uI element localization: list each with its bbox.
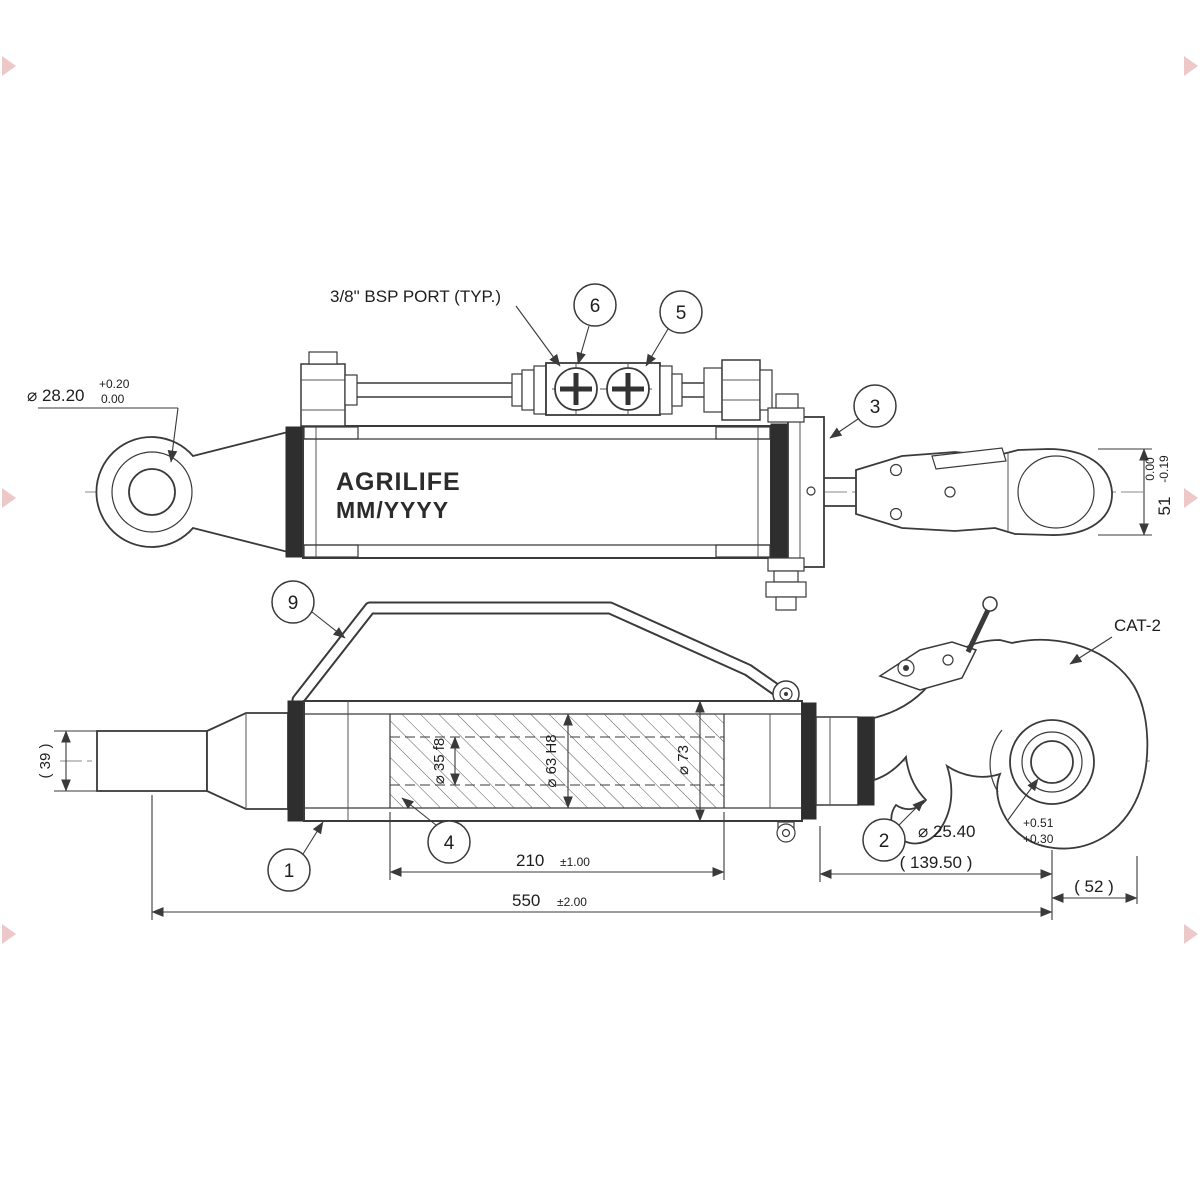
balloon-1-label: 1 [284, 861, 295, 882]
dim-hook-bore: ⌀ 25.40 +0.51 +0.30 [918, 778, 1054, 846]
cylinder-body-top: AGRILIFE MM/YYYY [302, 425, 772, 559]
balloons: 6 5 3 9 1 4 2 [267, 283, 925, 892]
dim-overall-value: 550 [512, 891, 540, 910]
gland-band-left-top [285, 426, 304, 558]
dim-eye-tol-lo: 0.00 [101, 392, 125, 406]
bottom-view [60, 596, 1150, 850]
dim-hook-bore-tol-lo: +0.30 [1023, 832, 1054, 846]
cat2-label: CAT-2 [1114, 616, 1161, 635]
dim-hook-width: 51 0.00 -0.19 [1098, 448, 1174, 536]
cat2-callout: CAT-2 [1069, 616, 1161, 665]
date-code-text: MM/YYYY [336, 497, 449, 523]
dim-eye-tol-up: +0.20 [99, 377, 130, 391]
dim-tube-od-value: ⌀ 73 [675, 745, 692, 775]
balloon-4: 4 [401, 797, 471, 864]
brand-text: AGRILIFE [336, 468, 461, 496]
balloon-4-label: 4 [444, 833, 455, 854]
balloon-6: 6 [573, 283, 617, 365]
dim-ref-length-value: ( 139.50 ) [900, 853, 973, 872]
dimensions: ⌀ 28.20 +0.20 0.00 3/8" BSP PORT (TYP.) … [27, 287, 1174, 920]
linch-pin [965, 608, 991, 654]
balloon-5-label: 5 [676, 303, 687, 324]
bsp-port-label: 3/8" BSP PORT (TYP.) [330, 287, 501, 306]
cat2-hook [873, 596, 1149, 850]
dim-hook-width-tol-lo: -0.19 [1157, 455, 1171, 483]
dim-hook-bore-tol-up: +0.51 [1023, 816, 1054, 830]
port-assembly [300, 351, 773, 427]
balloon-2: 2 [862, 799, 925, 862]
gland-band-left-bottom [287, 700, 305, 822]
handle-bar [291, 601, 800, 708]
hook-ball-bore [1030, 740, 1074, 784]
dim-stroke-tol: ±1.00 [560, 855, 590, 869]
dim-overall: 550 ±2.00 [151, 795, 1053, 920]
dim-rod-value: ( 39 ) [37, 743, 54, 778]
balloon-3-label: 3 [870, 397, 881, 418]
dim-stroke-value: 210 [516, 851, 544, 870]
dim-hook-bore-value: ⌀ 25.40 [918, 822, 976, 841]
balloon-1: 1 [267, 821, 324, 892]
watermark-chevrons [2, 56, 1198, 944]
hook-coupler [815, 716, 875, 806]
balloon-9-label: 9 [288, 593, 299, 614]
bsp-port-callout: 3/8" BSP PORT (TYP.) [330, 287, 561, 367]
dim-ref-tip-value: ( 52 ) [1074, 877, 1114, 896]
dim-hook-width-tol-up: 0.00 [1143, 457, 1157, 481]
top-view: AGRILIFE MM/YYYY [85, 351, 1148, 611]
hook-top-view [824, 447, 1113, 536]
dim-tube-od: ⌀ 73 [675, 700, 705, 822]
dim-main-bore-value: ⌀ 63 H8 [543, 734, 560, 787]
dim-hook-width-value: 51 [1155, 497, 1174, 516]
balloon-3: 3 [829, 384, 897, 439]
dim-main-bore: ⌀ 63 H8 [543, 713, 573, 809]
section-hatch [390, 714, 724, 808]
rod-end-top [765, 393, 825, 611]
piston-rod [96, 712, 289, 810]
dim-rod-bore-value: ⌀ 35 f8 [431, 738, 448, 785]
dim-eye-diameter: ⌀ 28.20 +0.20 0.00 [27, 377, 179, 463]
cylinder-body-bottom [303, 700, 817, 843]
balloon-9: 9 [271, 580, 346, 639]
dim-eye-value: ⌀ 28.20 [27, 386, 85, 405]
dim-stroke: 210 ±1.00 [389, 812, 725, 880]
hook-latch [878, 641, 978, 691]
dim-ref-length: ( 139.50 ) [819, 826, 1053, 882]
dim-rod-bore: ⌀ 35 f8 [431, 736, 460, 786]
rod-eye-end [95, 430, 289, 554]
dim-ref-tip: ( 52 ) [1051, 856, 1138, 904]
dim-overall-tol: ±2.00 [557, 895, 587, 909]
balloon-5: 5 [645, 290, 703, 367]
dim-rod-diameter: ( 39 ) [37, 730, 97, 792]
balloon-2-label: 2 [879, 831, 890, 852]
balloon-6-label: 6 [590, 296, 601, 317]
